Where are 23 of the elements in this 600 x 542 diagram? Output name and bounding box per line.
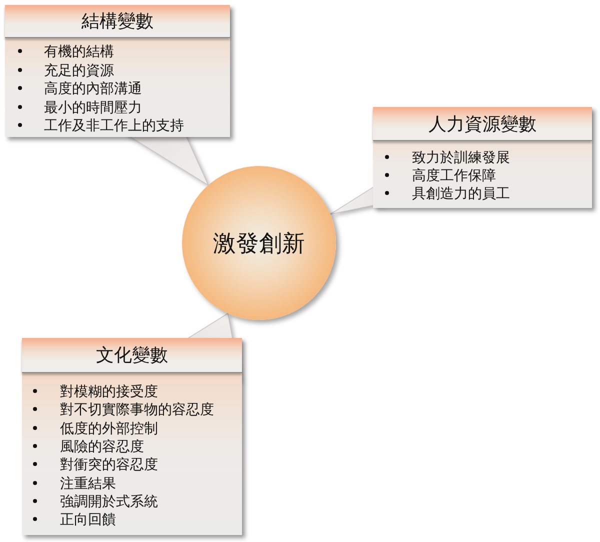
list-item: 有機的結構 — [18, 43, 114, 62]
list-item: 注重結果 — [33, 474, 116, 493]
list-item: 風險的容忍度 — [33, 438, 144, 456]
list-item: 最小的時間壓力 — [18, 98, 142, 117]
card-header: 人力資源變數 — [373, 107, 592, 141]
list-item: 高度的內部溝通 — [18, 80, 142, 98]
circle-label: 激發創新 — [213, 230, 305, 258]
list-item: 對衝突的容忍度 — [33, 456, 158, 474]
callout-card — [5, 5, 230, 137]
callout-card — [373, 107, 592, 208]
list-item: 正向回饋 — [33, 511, 116, 530]
list-item: 充足的資源 — [18, 62, 114, 80]
list-item: 具創造力的員工 — [385, 185, 510, 203]
callout-card — [22, 338, 242, 535]
list-item: 強調開於式系統 — [33, 492, 158, 512]
list-item: 致力於訓練發展 — [385, 149, 510, 167]
list-item: 對不切實際事物的容忍度 — [33, 401, 214, 420]
list-item: 高度工作保障 — [385, 167, 496, 185]
list-item: 低度的外部控制 — [33, 420, 158, 438]
card-header: 結構變數 — [5, 5, 230, 38]
list-item: 對模糊的接受度 — [33, 383, 158, 402]
card-header: 文化變數 — [22, 338, 242, 373]
list-item: 工作及非工作上的支持 — [18, 117, 184, 136]
